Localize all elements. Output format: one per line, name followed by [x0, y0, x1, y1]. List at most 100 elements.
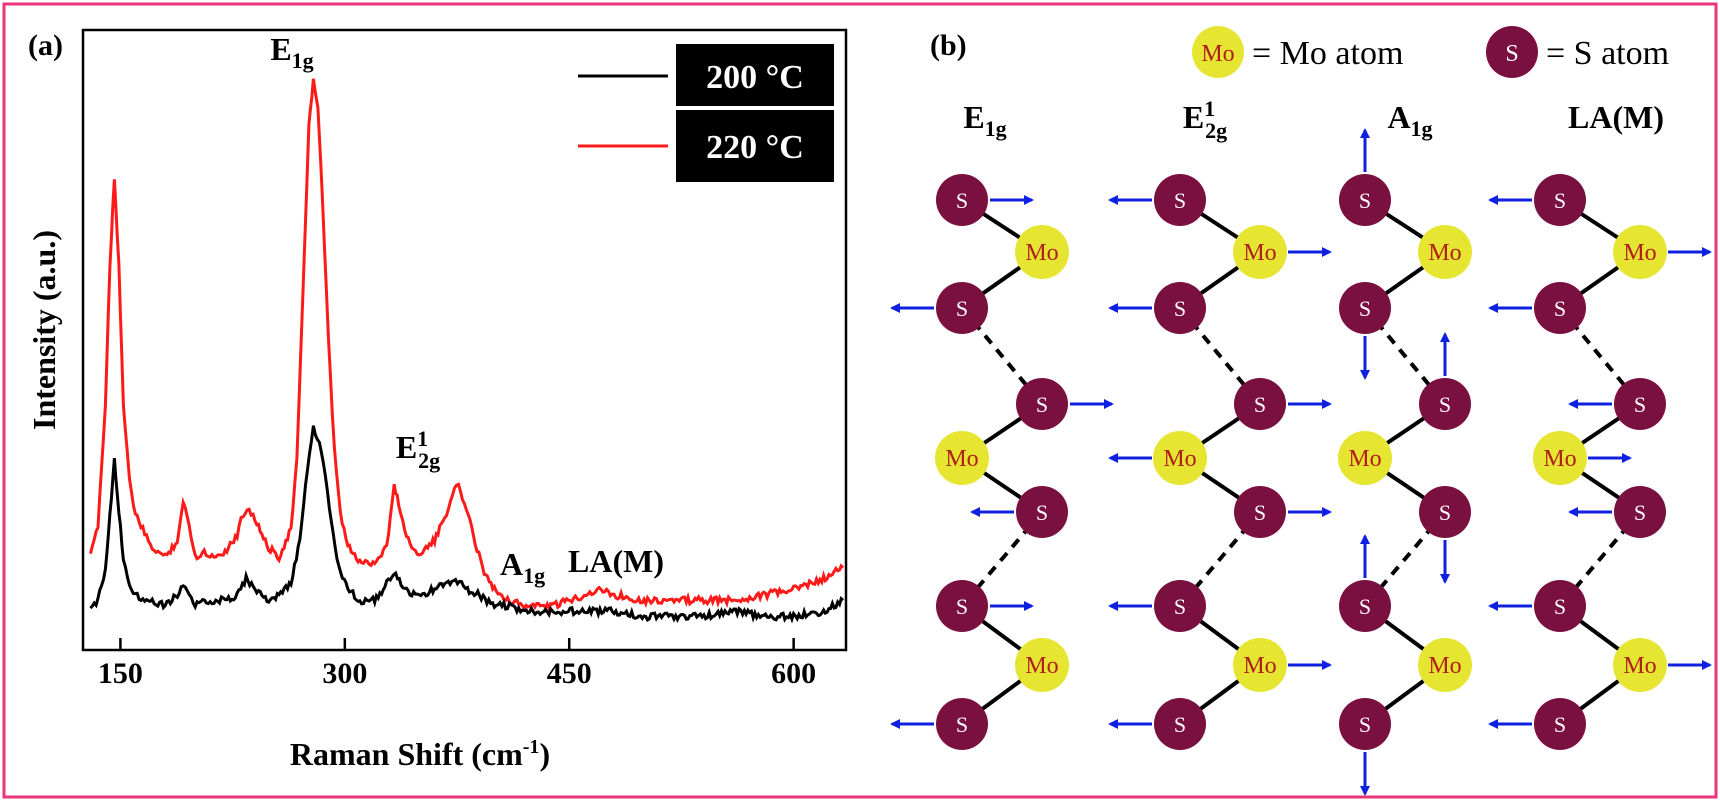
legend-s-text: = S atom — [1546, 35, 1669, 72]
s-atom-symbol: S — [1634, 392, 1646, 417]
s-atom — [936, 580, 988, 632]
mode-title-lam: LA(M) — [1568, 99, 1664, 135]
peak-label-lam: LA(M) — [568, 543, 664, 579]
mo-atom-symbol: Mo — [1243, 240, 1276, 266]
s-atom — [1614, 378, 1666, 430]
legend-box-200c — [676, 44, 834, 106]
x-tick-label-300: 300 — [322, 657, 367, 690]
s-atom-symbol: S — [1439, 392, 1451, 417]
mo-atom — [935, 431, 989, 485]
s-atom-symbol: S — [1174, 296, 1186, 321]
s-atom-symbol: S — [1634, 500, 1646, 525]
s-atom — [1016, 486, 1068, 538]
peak-label-a1g: A1g — [500, 546, 545, 588]
s-atom-symbol: S — [1174, 188, 1186, 213]
s-atom-symbol: S — [1036, 500, 1048, 525]
mo-atom-symbol: Mo — [1428, 240, 1461, 266]
x-axis-label: Raman Shift (cm-1) — [290, 736, 550, 772]
mo-atom-symbol: Mo — [1623, 653, 1656, 679]
mo-atom — [1418, 638, 1472, 692]
series-line-200c — [89, 425, 844, 624]
panel-a-raman-chart: (a) Intensity (a.u.) Raman Shift (cm-1) … — [26, 28, 848, 772]
mo-atom — [1153, 431, 1207, 485]
mo-atom-symbol: Mo — [1163, 446, 1196, 472]
mo-atom-symbol: Mo — [1243, 653, 1276, 679]
s-atom — [936, 282, 988, 334]
s-atom — [1339, 282, 1391, 334]
s-atom-symbol: S — [1254, 392, 1266, 417]
s-atom-symbol: S — [1254, 500, 1266, 525]
s-atom-symbol: S — [956, 188, 968, 213]
s-atom — [1419, 378, 1471, 430]
legend-s-atom — [1486, 26, 1538, 78]
s-atom — [1534, 698, 1586, 750]
mo-atom-symbol: Mo — [1348, 446, 1381, 472]
s-atom-symbol: S — [956, 712, 968, 737]
s-atom — [1154, 698, 1206, 750]
mo-atom — [1338, 431, 1392, 485]
s-atom-symbol: S — [956, 594, 968, 619]
atom-legend: Mo = Mo atom S = S atom — [1192, 26, 1669, 78]
mo-atom — [1613, 638, 1667, 692]
panel-b-label: (b) — [930, 29, 967, 62]
s-atom — [1339, 174, 1391, 226]
x-axis-ticks: 150 300 450 600 — [98, 657, 816, 690]
s-atom-symbol: S — [1554, 296, 1566, 321]
chart-legend: 200 °C 220 °C — [578, 44, 834, 182]
s-atom — [1154, 282, 1206, 334]
s-atom-symbol: S — [1554, 594, 1566, 619]
s-atom — [1016, 378, 1068, 430]
s-atom — [1339, 580, 1391, 632]
mo-atom-symbol: Mo — [1428, 653, 1461, 679]
s-atom-symbol: S — [1359, 594, 1371, 619]
s-atom — [1534, 174, 1586, 226]
s-atom-symbol: S — [1554, 188, 1566, 213]
x-axis-tick-marks — [119, 638, 795, 650]
legend-s-symbol: S — [1505, 41, 1518, 67]
s-atom — [936, 174, 988, 226]
s-atom-symbol: S — [1439, 500, 1451, 525]
s-atom — [1419, 486, 1471, 538]
legend-mo-text: = Mo atom — [1252, 35, 1403, 72]
s-atom-symbol: S — [1036, 392, 1048, 417]
mo-atom — [1233, 638, 1287, 692]
legend-box-220c — [676, 110, 834, 182]
s-atom-symbol: S — [1174, 712, 1186, 737]
mo-atom-symbol: Mo — [945, 446, 978, 472]
mo-atom — [1533, 431, 1587, 485]
mo-atom — [1233, 225, 1287, 279]
legend-mo-symbol: Mo — [1201, 41, 1234, 67]
mo-atom — [1418, 225, 1472, 279]
mo-atom-symbol: Mo — [1543, 446, 1576, 472]
mo-atom — [1015, 225, 1069, 279]
series-line-220c — [89, 78, 845, 614]
s-atom-symbol: S — [1359, 188, 1371, 213]
x-tick-label-150: 150 — [98, 657, 143, 690]
legend-mo-atom — [1192, 26, 1244, 78]
y-axis-label: Intensity (a.u.) — [26, 230, 62, 430]
s-atom — [1234, 378, 1286, 430]
s-atom — [1234, 486, 1286, 538]
plot-area-frame — [81, 28, 848, 652]
s-atom-symbol: S — [1359, 712, 1371, 737]
x-tick-label-450: 450 — [547, 657, 592, 690]
mo-atom-symbol: Mo — [1025, 653, 1058, 679]
s-atom-symbol: S — [1359, 296, 1371, 321]
s-atom — [1154, 174, 1206, 226]
s-atom-symbol: S — [1174, 594, 1186, 619]
s-atom — [1534, 282, 1586, 334]
mode-title-e1g: E1g — [963, 99, 1006, 141]
panel-a-label: (a) — [28, 29, 63, 62]
s-atom — [1339, 698, 1391, 750]
mode-title-a1g: A1g — [1387, 99, 1432, 141]
mo-atom-symbol: Mo — [1623, 240, 1656, 266]
legend-label-200c: 200 °C — [706, 59, 804, 96]
s-atom-symbol: S — [956, 296, 968, 321]
